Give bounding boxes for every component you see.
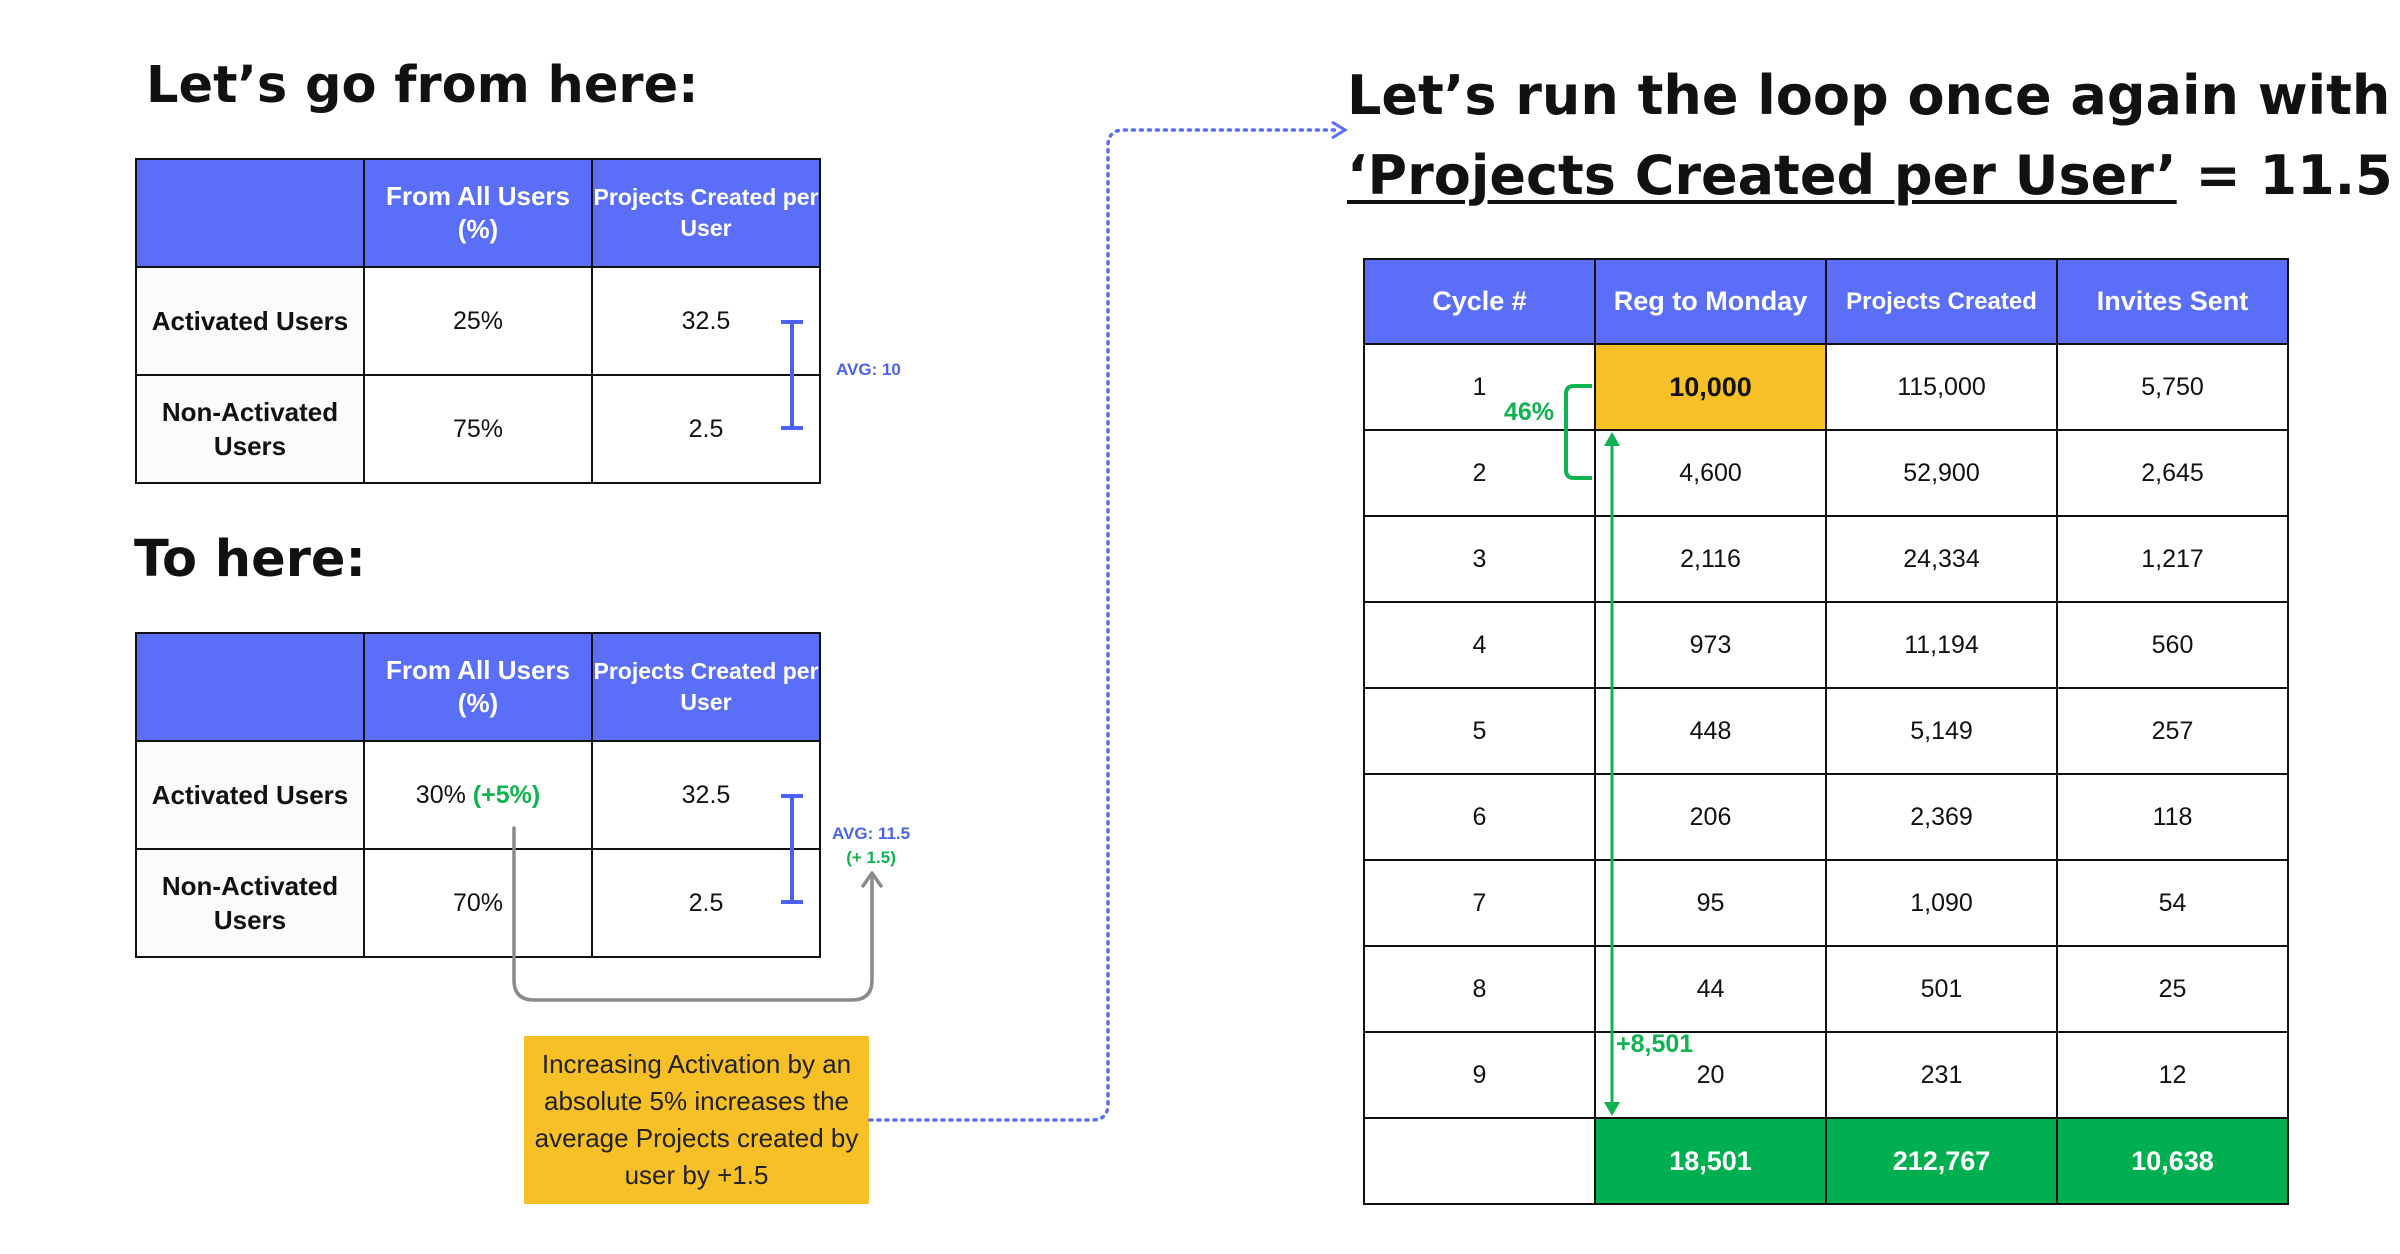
cell-total-reg: 18,501 bbox=[1594, 1117, 1827, 1205]
row-label-non-activated: Non-Activated Users bbox=[135, 848, 365, 958]
header-invites-sent: Invites Sent bbox=[2056, 258, 2289, 345]
cell-cycle: 6 bbox=[1363, 773, 1596, 861]
cell-projects: 32.5 bbox=[591, 266, 821, 376]
heading-run-underlined: ‘Projects Created per User’ bbox=[1347, 144, 2177, 207]
header-projects-created: Projects Created bbox=[1825, 258, 2058, 345]
heading-run-suffix: = 11.5 bbox=[2176, 144, 2393, 207]
cell-projects: 231 bbox=[1825, 1031, 2058, 1119]
row-label-activated: Activated Users bbox=[135, 266, 365, 376]
cell-projects: 11,194 bbox=[1825, 601, 2058, 689]
cell-reg-highlighted: 10,000 bbox=[1594, 343, 1827, 431]
avg-label-target: AVG: 11.5 (+ 1.5) bbox=[832, 822, 910, 870]
cell-reg: 20 bbox=[1594, 1031, 1827, 1119]
cell-projects: 501 bbox=[1825, 945, 2058, 1033]
header-cycle: Cycle # bbox=[1363, 258, 1596, 345]
cell-projects: 5,149 bbox=[1825, 687, 2058, 775]
cell-invites: 5,750 bbox=[2056, 343, 2289, 431]
share-value: 30% bbox=[415, 780, 466, 809]
cell-invites: 257 bbox=[2056, 687, 2289, 775]
avg-delta: (+ 1.5) bbox=[846, 848, 896, 867]
cell-invites: 25 bbox=[2056, 945, 2289, 1033]
totals-row: 18,501 212,767 10,638 bbox=[1363, 1117, 2289, 1205]
cell-cycle: 7 bbox=[1363, 859, 1596, 947]
ratio-label: 46% bbox=[1504, 398, 1555, 426]
cell-share: 25% bbox=[363, 266, 593, 376]
dotted-arrowhead bbox=[1331, 120, 1348, 140]
cell-projects: 24,334 bbox=[1825, 515, 2058, 603]
cell-cycle: 5 bbox=[1363, 687, 1596, 775]
loop-table: Cycle # Reg to Monday Projects Created I… bbox=[1363, 258, 2289, 1205]
cell-projects: 115,000 bbox=[1825, 343, 2058, 431]
heading-run-line1: Let’s run the loop once again with bbox=[1347, 64, 2391, 127]
cell-reg: 4,600 bbox=[1594, 429, 1827, 517]
cell-projects: 52,900 bbox=[1825, 429, 2058, 517]
cell-reg: 2,116 bbox=[1594, 515, 1827, 603]
cell-reg: 973 bbox=[1594, 601, 1827, 689]
header-projects-per-user: Projects Created per User bbox=[591, 632, 821, 742]
cell-invites: 118 bbox=[2056, 773, 2289, 861]
cell-total-projects: 212,767 bbox=[1825, 1117, 2058, 1205]
cell-share: 75% bbox=[363, 374, 593, 484]
cell-cycle: 1 bbox=[1363, 343, 1596, 431]
heading-from: Let’s go from here: bbox=[146, 56, 699, 115]
cell-share: 70% bbox=[363, 848, 593, 958]
cell-invites: 54 bbox=[2056, 859, 2289, 947]
cell-share: 30% (+5%) bbox=[363, 740, 593, 850]
table-current-state: From All Users (%) Projects Created per … bbox=[135, 158, 821, 484]
cell-cycle: 9 bbox=[1363, 1031, 1596, 1119]
header-corner bbox=[135, 632, 365, 742]
cell-reg: 95 bbox=[1594, 859, 1827, 947]
cell-reg: 206 bbox=[1594, 773, 1827, 861]
cell-projects: 1,090 bbox=[1825, 859, 2058, 947]
increase-label: +8,501 bbox=[1616, 1030, 1694, 1058]
row-label-non-activated: Non-Activated Users bbox=[135, 374, 365, 484]
cell-invites: 2,645 bbox=[2056, 429, 2289, 517]
table-row: Non-Activated Users 70% 2.5 bbox=[135, 848, 821, 958]
table-row: Non-Activated Users 75% 2.5 bbox=[135, 374, 821, 484]
heading-run-line2: ‘Projects Created per User’ = 11.5 bbox=[1347, 136, 2393, 216]
explanation-note: Increasing Activation by an absolute 5% … bbox=[524, 1036, 869, 1204]
header-from-all-users: From All Users (%) bbox=[363, 632, 593, 742]
cell-cycle: 4 bbox=[1363, 601, 1596, 689]
table-row: Activated Users 25% 32.5 bbox=[135, 266, 821, 376]
heading-run-loop: Let’s run the loop once again with ‘Proj… bbox=[1347, 56, 2393, 216]
cell-total-invites: 10,638 bbox=[2056, 1117, 2289, 1205]
dotted-connector bbox=[868, 128, 1342, 1122]
table-row: Activated Users 30% (+5%) 32.5 bbox=[135, 740, 821, 850]
header-from-all-users: From All Users (%) bbox=[363, 158, 593, 268]
header-reg-to-monday: Reg to Monday bbox=[1594, 258, 1827, 345]
cell-total-label bbox=[1363, 1117, 1596, 1205]
header-projects-per-user: Projects Created per User bbox=[591, 158, 821, 268]
cell-reg: 44 bbox=[1594, 945, 1827, 1033]
avg-label-current: AVG: 10 bbox=[836, 360, 901, 379]
cell-cycle: 2 bbox=[1363, 429, 1596, 517]
heading-to: To here: bbox=[134, 530, 366, 589]
cell-invites: 12 bbox=[2056, 1031, 2289, 1119]
cell-invites: 1,217 bbox=[2056, 515, 2289, 603]
header-corner bbox=[135, 158, 365, 268]
cell-cycle: 8 bbox=[1363, 945, 1596, 1033]
table-target-state: From All Users (%) Projects Created per … bbox=[135, 632, 821, 958]
avg-value: AVG: 11.5 bbox=[832, 824, 911, 843]
cell-reg: 448 bbox=[1594, 687, 1827, 775]
cell-projects: 2,369 bbox=[1825, 773, 2058, 861]
note-text: Increasing Activation by an absolute 5% … bbox=[534, 1049, 859, 1190]
cell-invites: 560 bbox=[2056, 601, 2289, 689]
share-delta: (+5%) bbox=[472, 780, 541, 809]
cell-projects: 2.5 bbox=[591, 848, 821, 958]
cell-projects: 2.5 bbox=[591, 374, 821, 484]
cell-cycle: 3 bbox=[1363, 515, 1596, 603]
cell-projects: 32.5 bbox=[591, 740, 821, 850]
row-label-activated: Activated Users bbox=[135, 740, 365, 850]
